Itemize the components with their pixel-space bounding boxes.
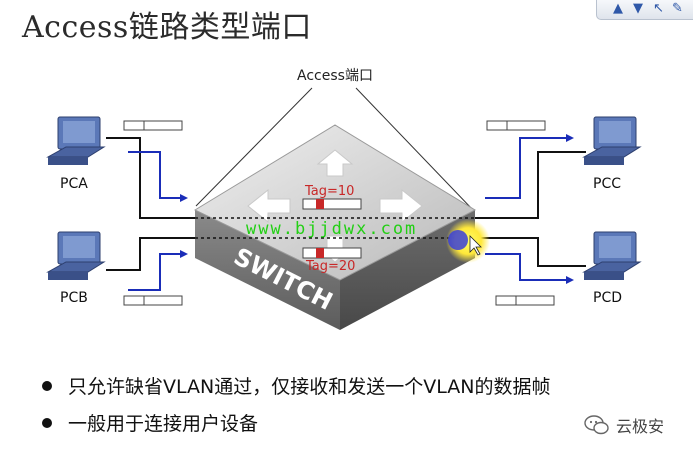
host-label-pcd: PCD [593,290,622,306]
computer-pcd-icon [582,231,642,280]
computer-pcc-icon [582,116,642,165]
port-highlight-blue [448,230,468,250]
pointer-icon[interactable]: ↖ [653,1,664,16]
port-pointer-right [355,87,474,211]
slide-toolbar[interactable]: ▲ ▼ ↖ ✎ [596,0,693,20]
bullet-dot-2 [42,418,52,428]
frame-flow-arrows [128,134,574,291]
brand-name: 云极安 [616,417,665,436]
bullet-dot-1 [42,381,52,391]
host-label-pcc: PCC [593,176,621,192]
host-label-pca: PCA [60,176,88,192]
slide-title: Access链路类型端口 [22,10,312,45]
tagged-frame-bottom: Tag=20 [302,247,362,274]
up-arrow-icon[interactable]: ▲ [613,1,623,16]
vlan-paths [195,217,475,239]
access-port-label: Access端口 [297,68,373,84]
frame-box-pcb [123,295,183,306]
watermark-text: www.bjjdwx.com [246,219,417,239]
frame-box-pca [123,120,183,131]
bullet-text-2: 一般用于连接用户设备 [68,413,259,435]
tag-top-label: Tag=10 [304,184,354,199]
frame-box-pcd [495,295,555,306]
tag-bottom-label: Tag=20 [305,259,355,274]
frame-box-pcc [486,120,546,131]
link-lines [106,137,586,271]
host-label-pcb: PCB [60,290,88,306]
computer-pcb-icon [46,231,106,280]
tagged-frame-top: Tag=10 [302,184,362,210]
pen-icon[interactable]: ✎ [672,1,683,16]
switch-right-face [340,210,475,330]
bullet-text-1: 只允许缺省VLAN通过，仅接收和发送一个VLAN的数据帧 [68,376,551,398]
cursor-icon [469,235,482,256]
wechat-icon [584,415,609,435]
port-pointer-left [195,87,313,207]
switch-left-face [195,210,340,330]
brand-watermark: 云极安 [584,413,664,437]
computer-pca-icon [46,116,106,165]
frame-boxes [123,120,555,306]
down-arrow-icon[interactable]: ▼ [633,1,643,16]
